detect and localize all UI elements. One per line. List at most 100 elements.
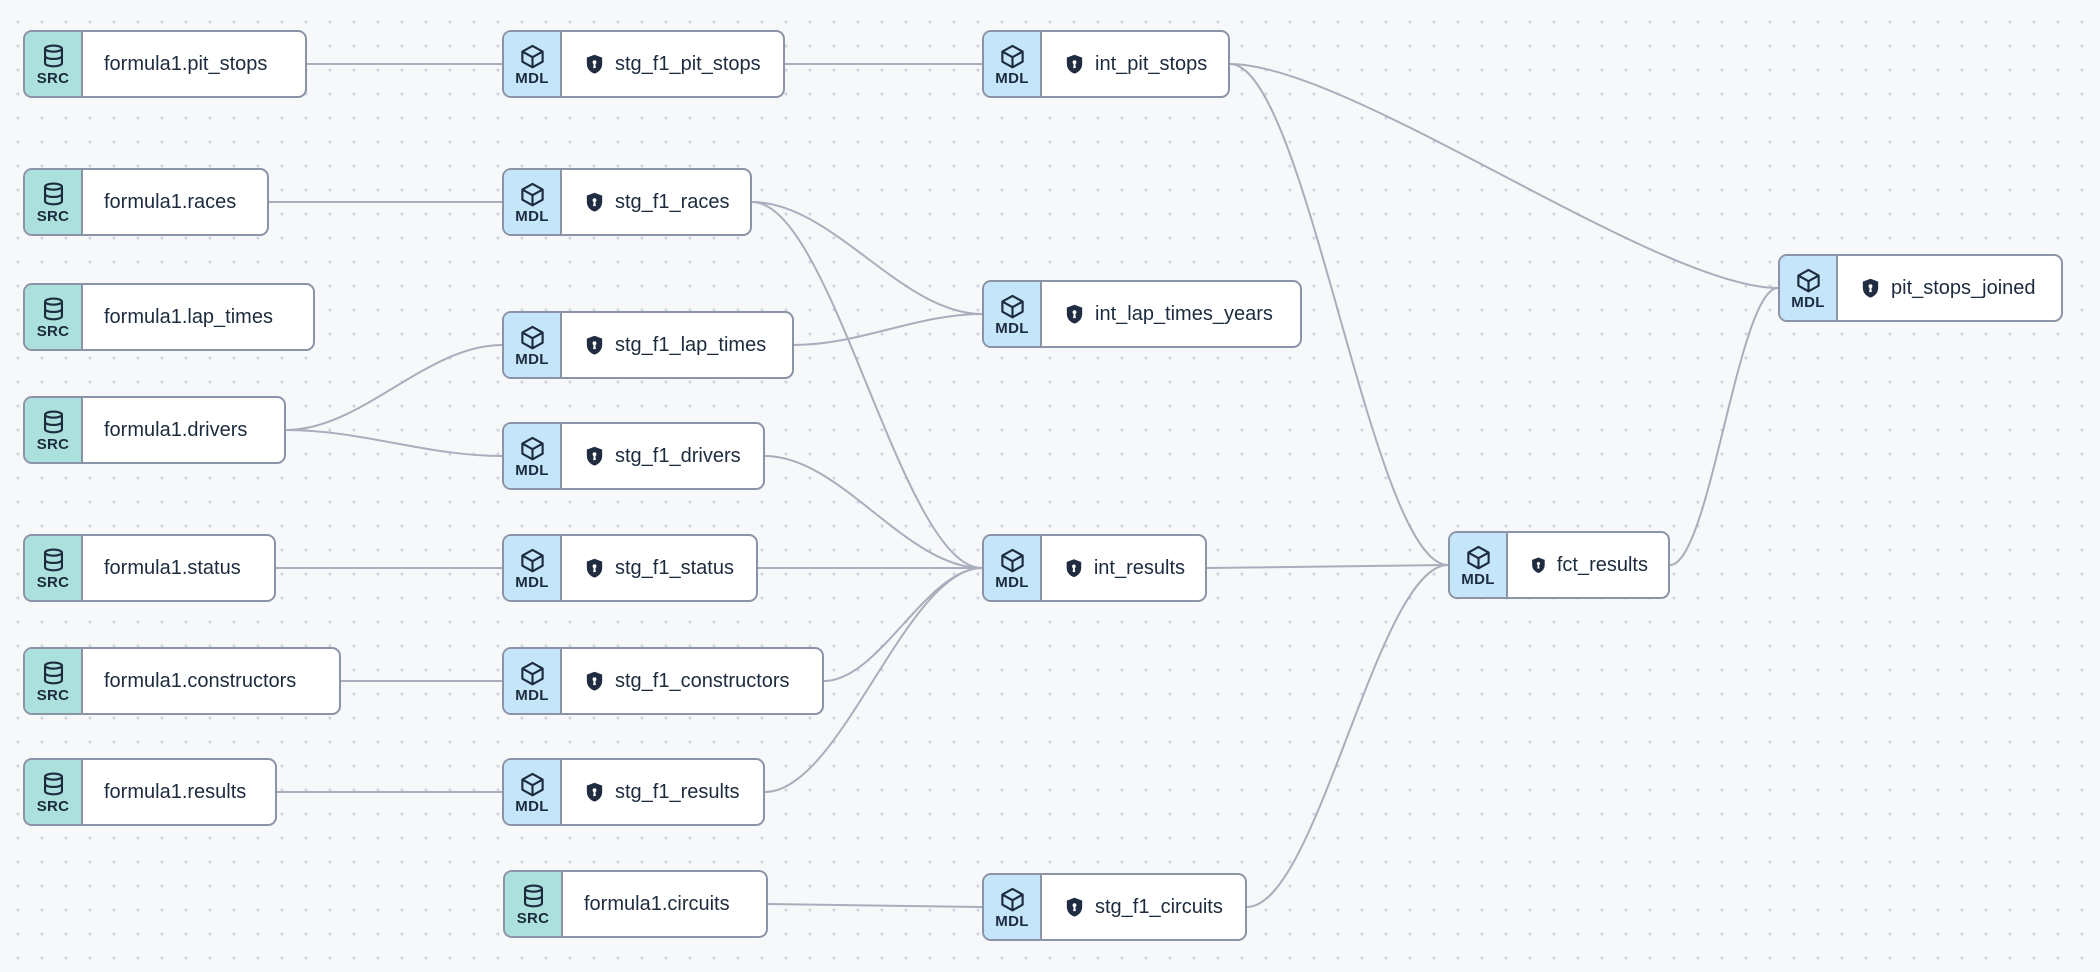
edge-src_drivers-to-stg_f1_drivers: [285, 429, 503, 457]
node-type-label: MDL: [515, 797, 549, 815]
node-body: stg_f1_circuits: [1042, 875, 1245, 939]
edge-int_pit_stops-to-pit_stops_joined: [1229, 63, 1779, 289]
shield-icon: [586, 558, 603, 578]
lineage-node-stg_f1_drivers[interactable]: MDL stg_f1_drivers: [502, 422, 765, 490]
node-type-badge: SRC: [505, 872, 563, 936]
node-type-label: SRC: [36, 322, 70, 340]
node-type-label: MDL: [515, 461, 549, 479]
lineage-node-formula1-drivers[interactable]: SRC formula1.drivers: [23, 396, 286, 464]
node-title: formula1.pit_stops: [104, 52, 268, 75]
node-type-label: SRC: [36, 435, 70, 453]
node-type-badge: MDL: [984, 282, 1042, 346]
database-icon: [520, 883, 547, 910]
database-icon: [40, 771, 67, 798]
edge-int_pit_stops-to-fct_results: [1229, 63, 1449, 566]
shield-icon: [1066, 558, 1082, 577]
node-title: int_results: [1093, 556, 1185, 579]
node-type-label: SRC: [36, 69, 70, 87]
node-type-badge: MDL: [1450, 533, 1508, 597]
edge-stg_f1_drivers-to-int_results: [764, 455, 983, 569]
lineage-node-formula1-constructors[interactable]: SRC formula1.constructors: [23, 647, 341, 715]
edge-src_circuits-to-stg_f1_circuits: [767, 903, 983, 908]
edge-src_drivers-to-stg_f1_lap_times: [285, 344, 503, 431]
model-cube-icon: [519, 435, 546, 462]
lineage-node-formula1-status[interactable]: SRC formula1.status: [23, 534, 276, 602]
lineage-node-formula1-results[interactable]: SRC formula1.results: [23, 758, 277, 826]
database-icon: [40, 660, 67, 687]
node-title: stg_f1_circuits: [1095, 895, 1223, 918]
node-type-badge: MDL: [504, 760, 562, 824]
lineage-node-pit_stops_joined[interactable]: MDL pit_stops_joined: [1778, 254, 2063, 322]
node-title: pit_stops_joined: [1891, 276, 2036, 299]
node-type-badge: SRC: [25, 649, 83, 713]
node-body: stg_f1_status: [562, 536, 756, 600]
node-type-badge: MDL: [1780, 256, 1838, 320]
node-title: formula1.circuits: [584, 892, 730, 915]
node-body: formula1.constructors: [83, 649, 339, 713]
node-type-badge: SRC: [25, 285, 83, 349]
lineage-node-fct_results[interactable]: MDL fct_results: [1448, 531, 1670, 599]
edge-stg_f1_races-to-int_results: [751, 201, 983, 569]
node-type-badge: SRC: [25, 32, 83, 96]
node-type-label: SRC: [36, 797, 70, 815]
node-type-badge: MDL: [504, 536, 562, 600]
node-body: fct_results: [1508, 533, 1668, 597]
edge-stg_f1_races-to-int_lap_times_years: [751, 201, 983, 315]
database-icon: [40, 547, 67, 574]
lineage-node-stg_f1_races[interactable]: MDL stg_f1_races: [502, 168, 752, 236]
node-type-badge: SRC: [25, 536, 83, 600]
node-body: formula1.results: [83, 760, 275, 824]
node-type-label: MDL: [515, 69, 549, 87]
shield-icon: [1532, 556, 1545, 573]
lineage-node-formula1-pit_stops[interactable]: SRC formula1.pit_stops: [23, 30, 307, 98]
node-type-label: MDL: [515, 573, 549, 591]
model-cube-icon: [999, 43, 1026, 70]
shield-icon: [586, 782, 603, 802]
node-type-badge: MDL: [984, 32, 1042, 96]
node-title: stg_f1_results: [615, 780, 740, 803]
node-body: stg_f1_drivers: [562, 424, 763, 488]
lineage-node-stg_f1_status[interactable]: MDL stg_f1_status: [502, 534, 758, 602]
node-type-badge: MDL: [504, 32, 562, 96]
model-cube-icon: [519, 547, 546, 574]
model-cube-icon: [1465, 544, 1492, 571]
node-title: formula1.lap_times: [104, 305, 273, 328]
edge-fct_results-to-pit_stops_joined: [1669, 287, 1779, 566]
node-body: formula1.status: [83, 536, 274, 600]
node-type-label: MDL: [515, 350, 549, 368]
lineage-node-int_results[interactable]: MDL int_results: [982, 534, 1207, 602]
node-type-label: MDL: [515, 207, 549, 225]
node-type-badge: MDL: [504, 649, 562, 713]
node-title: formula1.status: [104, 556, 241, 579]
node-title: stg_f1_races: [615, 190, 730, 213]
node-body: formula1.drivers: [83, 398, 284, 462]
node-title: stg_f1_constructors: [615, 669, 790, 692]
node-type-badge: MDL: [504, 170, 562, 234]
node-type-label: MDL: [995, 319, 1029, 337]
node-body: stg_f1_lap_times: [562, 313, 792, 377]
lineage-node-stg_f1_constructors[interactable]: MDL stg_f1_constructors: [502, 647, 824, 715]
model-cube-icon: [519, 660, 546, 687]
lineage-node-formula1-circuits[interactable]: SRC formula1.circuits: [503, 870, 768, 938]
node-type-label: MDL: [515, 686, 549, 704]
node-type-label: MDL: [995, 573, 1029, 591]
node-title: fct_results: [1556, 553, 1648, 576]
node-body: stg_f1_races: [562, 170, 750, 234]
node-type-label: SRC: [36, 573, 70, 591]
node-title: formula1.constructors: [104, 669, 297, 692]
lineage-node-formula1-lap_times[interactable]: SRC formula1.lap_times: [23, 283, 315, 351]
node-body: stg_f1_results: [562, 760, 763, 824]
database-icon: [40, 181, 67, 208]
node-type-badge: SRC: [25, 170, 83, 234]
node-type-badge: MDL: [984, 536, 1042, 600]
lineage-node-stg_f1_lap_times[interactable]: MDL stg_f1_lap_times: [502, 311, 794, 379]
edge-int_results-to-fct_results: [1206, 564, 1449, 569]
lineage-node-stg_f1_results[interactable]: MDL stg_f1_results: [502, 758, 765, 826]
